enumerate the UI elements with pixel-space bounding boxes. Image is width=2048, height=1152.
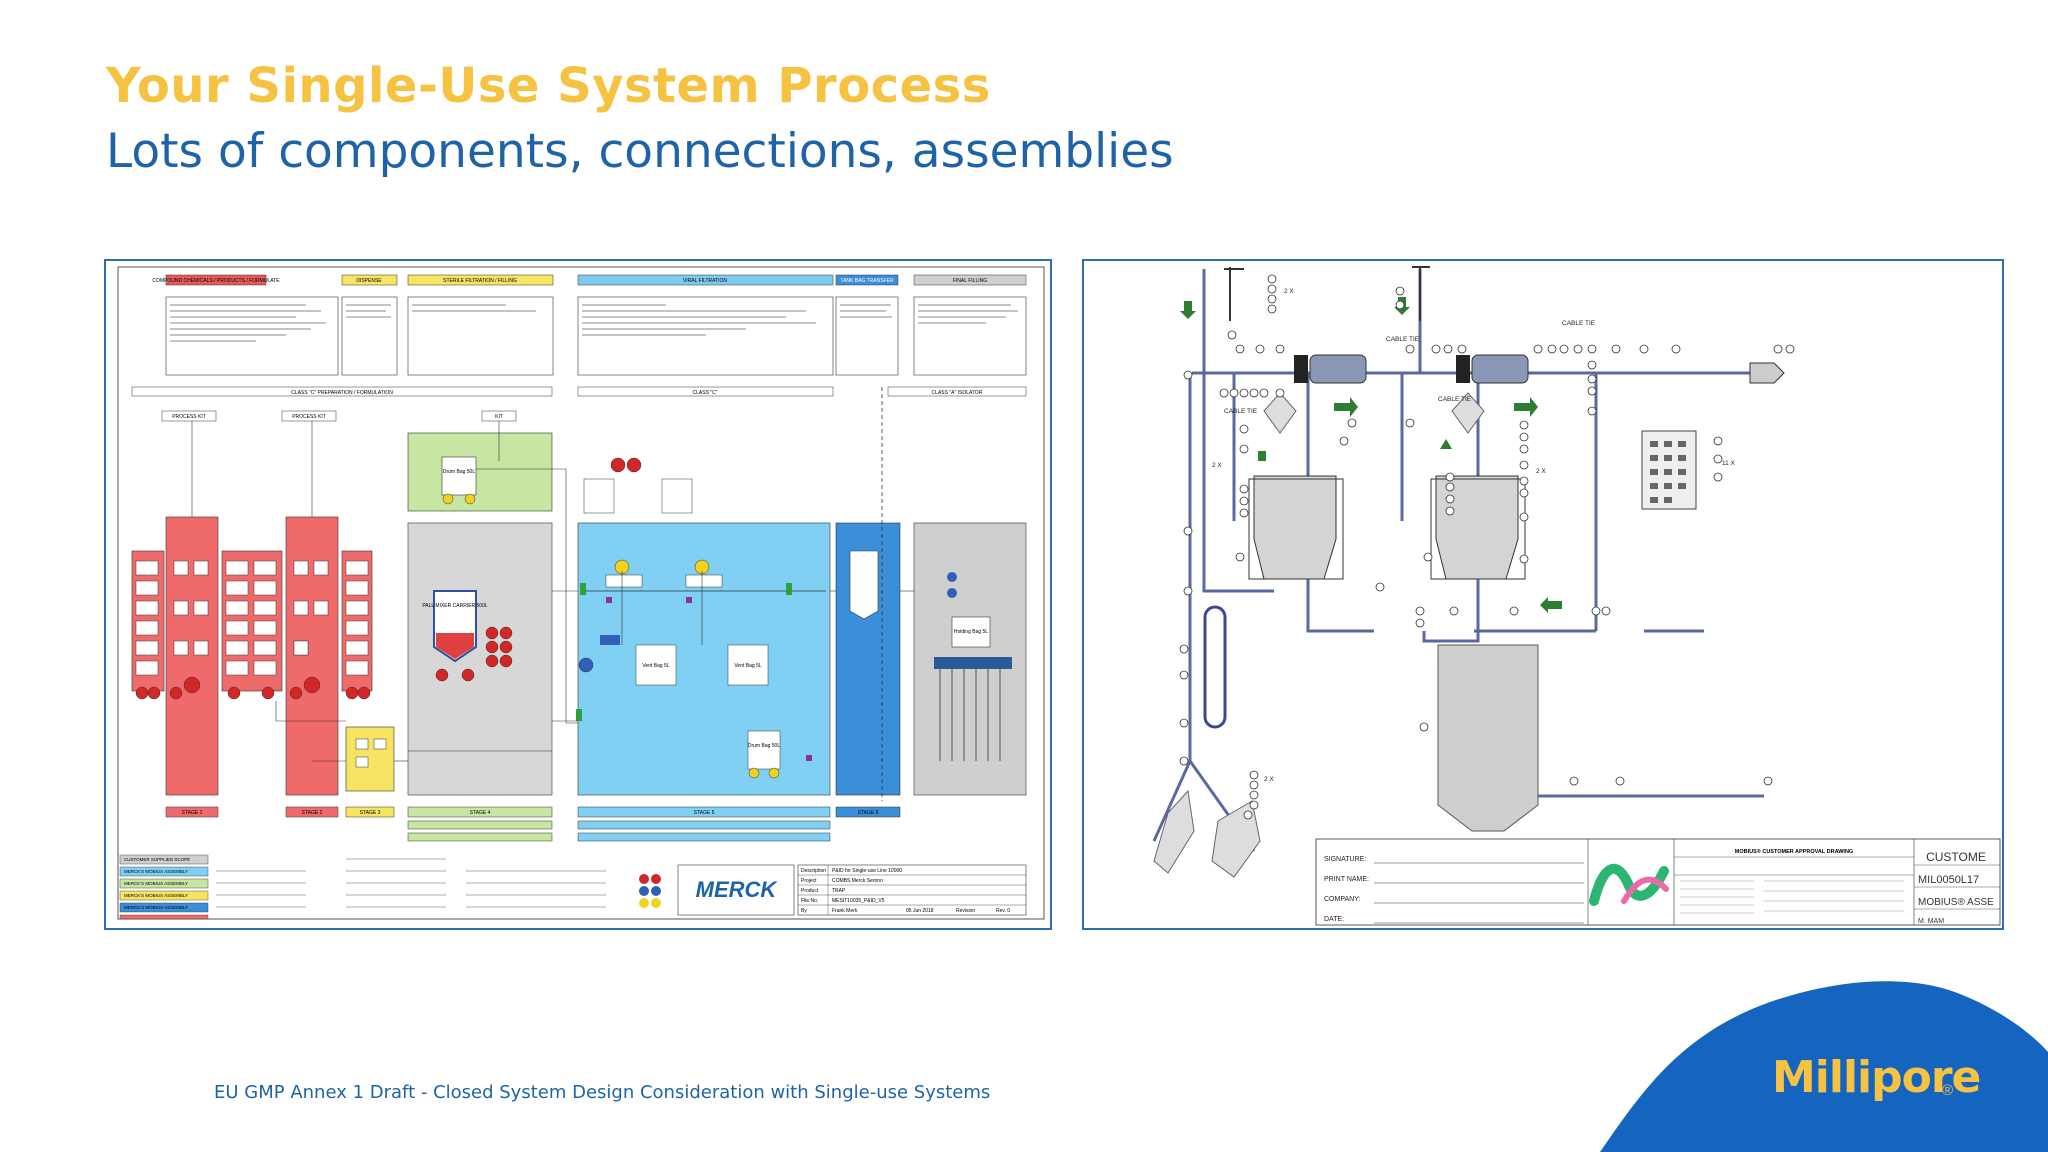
- tb-project-label: Project: [801, 878, 817, 884]
- cable-tie-label-2: CABLE TIE: [1386, 336, 1420, 343]
- class-bars: CLASS "C" PREPARATION / FORMULATION CLAS…: [131, 386, 1027, 397]
- legend-item-5: MERCK'S MOBIUS ASSEMBLY: [124, 905, 188, 910]
- legend-item-2: MERCK'S MOBIUS ASSEMBLY: [124, 869, 188, 874]
- stage-header-tank-label: TANK BAG TRANSFER: [840, 278, 894, 284]
- tb-product-label: Product: [801, 888, 819, 894]
- customer-label: CUSTOME: [1926, 850, 1986, 864]
- tb-file-label: File No.: [801, 898, 818, 904]
- footer-text: EU GMP Annex 1 Draft - Closed System Des…: [214, 1082, 991, 1103]
- callout-bubbles: [1179, 274, 1795, 820]
- stage-header-viral-label: VIRAL FILTRATION: [683, 278, 727, 284]
- transfer-tube: [1203, 605, 1227, 729]
- main-vessel: [1437, 644, 1539, 832]
- tb-revision: Rev. 0: [996, 908, 1010, 914]
- cable-tie-label-1: CABLE TIE: [1562, 320, 1596, 327]
- tb-by: Frank Merk: [832, 908, 858, 914]
- vessel-label-4: Vent Bag 5L: [734, 663, 761, 669]
- stage-header-compound: [165, 274, 267, 286]
- stage-label-2: STAGE 2: [302, 810, 323, 816]
- vessel-label-5: Drum Bag 50L: [748, 743, 780, 749]
- approval-block: SIGNATURE: PRINT NAME: COMPANY: DATE: MO…: [1315, 838, 2001, 926]
- stage-header-final-label: FINAL FILLING: [953, 278, 987, 284]
- filter-capsules: [1294, 354, 1529, 384]
- drawn-by: M. MAM: [1918, 918, 1944, 925]
- stage-label-4: STAGE 4: [470, 810, 491, 816]
- class-bar-c-prep: CLASS "C" PREPARATION / FORMULATION: [291, 390, 393, 396]
- slide-title: Your Single-Use System Process: [106, 58, 991, 114]
- stage-header-dispense-label: DISPENSE: [356, 278, 382, 284]
- tb-date: 05 Jun 2018: [906, 908, 934, 914]
- vessel-label-2: PALL MIXER CARRIER 500L: [422, 603, 488, 609]
- stage-headers: COMPOUND CHEMICALS / PRODUCTS / FORMULAT…: [152, 274, 1027, 286]
- class-bar-c: CLASS "C": [693, 390, 718, 396]
- print-name-label: PRINT NAME:: [1324, 876, 1369, 883]
- tb-description-label: Description: [801, 868, 826, 874]
- qty-label-bottom: 2 X: [1264, 776, 1274, 783]
- stage-label-6: STAGE 6: [858, 810, 879, 816]
- assembly-drawing-panel: 2 X CABLE TIE CABLE TIE CABLE TIE CABLE …: [1082, 259, 2004, 930]
- tb-revision-label: Revision: [956, 908, 975, 914]
- legend: CUSTOMER SUPPLIED SCOPE MERCK'S MOBIUS A…: [119, 854, 209, 920]
- tb-description: P&ID for Single-use Line 10000: [832, 868, 902, 874]
- stage-header-final: [913, 274, 1027, 286]
- tb-product: TRAP: [832, 888, 846, 894]
- pid-title-block: Description P&ID for Single-use Line 100…: [797, 864, 1027, 916]
- qty-label-right: 2 X: [1536, 468, 1546, 475]
- tb-project: COMBS Merck Serono: [832, 878, 883, 884]
- date-label: DATE:: [1324, 916, 1344, 923]
- pid-diagram: COMPOUND CHEMICALS / PRODUCTS / FORMULAT…: [117, 266, 1045, 920]
- stage-label-1: STAGE 1: [182, 810, 203, 816]
- stage-header-sterile: [407, 274, 554, 286]
- dispense-assembly: [345, 726, 395, 792]
- stage-label-5: STAGE 5: [694, 810, 715, 816]
- pid-diagram-panel: COMPOUND CHEMICALS / PRODUCTS / FORMULAT…: [104, 259, 1052, 930]
- legend-item-4: MERCK'S MOBIUS ASSEMBLY: [124, 893, 188, 898]
- legend-item-3: MERCK'S MOBIUS ASSEMBLY: [124, 881, 188, 886]
- kit-label: KIT: [495, 414, 503, 420]
- qty-label-top: 2 X: [1284, 288, 1294, 295]
- qty-label-left: 2 X: [1212, 462, 1222, 469]
- assembly-name: MOBIUS® ASSE: [1918, 897, 1994, 908]
- brand-wave-shape: [1600, 981, 2048, 1152]
- mixer-assembly: [407, 522, 553, 796]
- merck-logo: MERCK: [696, 877, 779, 902]
- legend-item-1: CUSTOMER SUPPLIED SCOPE: [124, 857, 190, 862]
- tb-file: MESIT10035_P&ID_V5: [832, 898, 885, 904]
- cable-tie-label-4: CABLE TIE: [1224, 408, 1258, 415]
- approval-title: MOBIUS® CUSTOMER APPROVAL DRAWING: [1735, 848, 1853, 855]
- vessel-label-1: Drum Bag 50L: [443, 469, 475, 475]
- assembly-drawing: 2 X CABLE TIE CABLE TIE CABLE TIE CABLE …: [1152, 266, 2001, 926]
- registered-mark: ®: [1942, 1082, 1954, 1099]
- drum-bag-assembly: [407, 432, 553, 512]
- vessel-label-6: Holding Bag 5L: [954, 629, 988, 635]
- bag-containers: [1248, 475, 1526, 580]
- stage-header-compound-label: COMPOUND CHEMICALS / PRODUCTS / FORMULAT…: [152, 278, 280, 284]
- signature-label: SIGNATURE:: [1324, 856, 1366, 863]
- compounding-assemblies: [131, 421, 373, 796]
- cable-tie-label-3: CABLE TIE: [1438, 396, 1472, 403]
- stage-header-tank: [835, 274, 899, 286]
- process-kit-label-1: PROCESS KIT: [172, 414, 206, 420]
- slide-subtitle: Lots of components, connections, assembl…: [106, 124, 1174, 179]
- qty-label-panel: 11 X: [1722, 460, 1736, 467]
- millipore-logo: Millipore: [1772, 1052, 1981, 1103]
- stage-header-viral: [577, 274, 834, 286]
- vessel-label-3: Vent Bag 5L: [642, 663, 669, 669]
- remarks-boxes: [165, 296, 1027, 376]
- drawing-number: MIL0050L17: [1918, 874, 1979, 886]
- tb-by-label: By: [801, 908, 807, 914]
- stage-header-dispense: [341, 274, 398, 286]
- class-bar-a-isolator: CLASS "A" ISOLATOR: [932, 390, 983, 396]
- process-kit-label-2: PROCESS KIT: [292, 414, 326, 420]
- company-label: COMPANY:: [1324, 896, 1360, 903]
- stage-header-sterile-label: STERILE FILTRATION / FILLING: [443, 278, 517, 284]
- diagram-frame: [117, 266, 1045, 920]
- remarks-text-lines: [170, 304, 1018, 342]
- stage-label-3: STAGE 3: [360, 810, 381, 816]
